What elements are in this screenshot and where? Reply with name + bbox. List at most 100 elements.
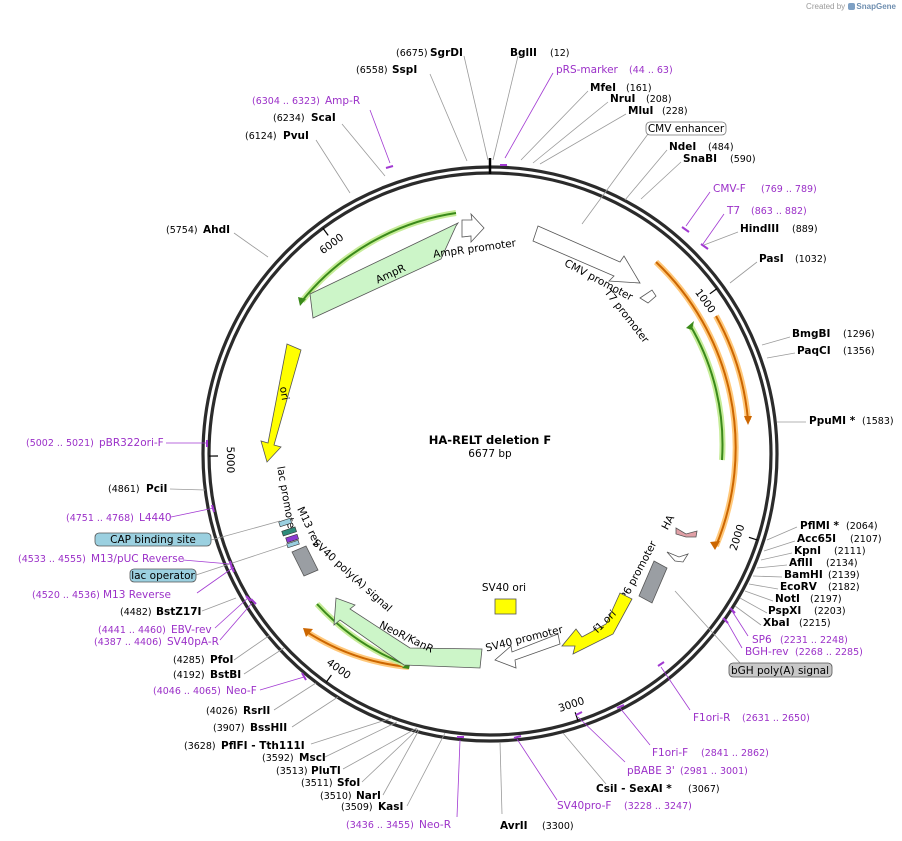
primer-cmv-f[interactable]: CMV-F(769 .. 789) <box>681 183 817 233</box>
primer-sv40pro-f[interactable]: SV40pro-F(3228 .. 3247) <box>513 735 692 812</box>
enzyme-mlui[interactable]: MluI(228) <box>539 105 688 165</box>
enzyme-leader <box>201 597 237 612</box>
enzyme-csii-sexai[interactable]: CsiI - SexAI *(3067) <box>562 732 720 795</box>
enzyme-noti[interactable]: NotI(2197) <box>744 590 842 605</box>
enzyme-leader <box>640 161 682 200</box>
enzyme-name: PpuMI * <box>809 415 856 427</box>
primer-t7[interactable]: T7(863 .. 882) <box>700 205 807 250</box>
primer-leader <box>660 666 691 711</box>
primer-position: (2981 .. 3001) <box>680 766 748 777</box>
enzyme-pflmi[interactable]: PflMI *(2064) <box>766 520 878 541</box>
enzyme-name: MscI <box>299 752 326 764</box>
enzyme-arui[interactable]: NruI(208) <box>532 93 672 164</box>
enzyme-leader <box>734 605 762 626</box>
enzyme-avrii[interactable]: AvrII(3300) <box>499 741 574 832</box>
enzyme-scai[interactable]: (6234)ScaI <box>273 112 386 177</box>
cap-binding-site-leader <box>210 520 281 541</box>
enzyme-kpni[interactable]: KpnI(2111) <box>760 545 866 561</box>
enzyme-name: RsrII <box>243 705 270 717</box>
enzyme-pflfi-tth111i[interactable]: (3628)PflFI - Tth111I <box>184 717 393 752</box>
primer-name: F1ori-F <box>652 747 688 759</box>
primer-f1ori-f[interactable]: F1ori-F(2841 .. 2862) <box>616 704 769 759</box>
enzyme-pluti[interactable]: (3513)PluTI <box>276 727 418 777</box>
primer-neo-f[interactable]: (4046 .. 4065)Neo-F <box>153 672 307 697</box>
enzyme-ppumi[interactable]: PpuMI *(1583) <box>777 415 894 427</box>
enzyme-sfoi[interactable]: (3511)SfoI <box>301 728 419 789</box>
primer-name: SP6 <box>752 634 772 646</box>
enzyme-hindiii[interactable]: HindIII(889) <box>703 223 818 246</box>
enzyme-leader <box>342 727 418 770</box>
enzyme-position: (1296) <box>843 329 875 340</box>
primer-f1ori-r[interactable]: F1ori-R(2631 .. 2650) <box>657 661 810 724</box>
green-arc-3 <box>316 603 408 666</box>
enzyme-bmgbi[interactable]: BmgBI(1296) <box>761 328 875 346</box>
primer-name: pRS-marker <box>556 64 619 76</box>
enzyme-nari[interactable]: (3510)NarI <box>320 729 420 802</box>
tick-label: 6000 <box>318 231 347 257</box>
enzyme-name: BamHI <box>784 569 823 581</box>
enzyme-ndei[interactable]: NdeI(484) <box>624 141 734 201</box>
enzyme-msci[interactable]: (3592)MscI <box>262 721 398 764</box>
primer-l4440[interactable]: (4751 .. 4768)L4440 <box>66 504 215 524</box>
enzyme-name: KasI <box>378 801 403 813</box>
enzyme-leader <box>169 488 206 491</box>
primer-leader <box>725 619 743 649</box>
enzyme-bamhi[interactable]: BamHI(2139) <box>752 569 860 581</box>
primer-ebv-rev[interactable]: (4441 .. 4460)EBV-rev <box>98 595 252 636</box>
primer-m13-reverse[interactable]: (4520 .. 4536)M13 Reverse <box>32 565 235 601</box>
enzyme-ecorv[interactable]: EcoRV(2182) <box>748 581 860 593</box>
enzyme-leader <box>748 583 779 590</box>
enzyme-pspxi[interactable]: PspXI(2203) <box>739 597 846 617</box>
enzyme-name: PflMI * <box>800 520 839 532</box>
enzyme-leader <box>492 55 519 161</box>
enzyme-paqci[interactable]: PaqCI(1356) <box>766 345 875 359</box>
enzyme-pfoi[interactable]: (4285)PfoI <box>173 634 271 666</box>
enzyme-kasi[interactable]: (3509) KasI <box>341 732 446 813</box>
enzyme-aflii[interactable]: AflII(2134) <box>756 557 858 569</box>
enzyme-name: AvrII <box>500 820 528 832</box>
primer-bgh-rev[interactable]: BGH-rev(2268 .. 2285) <box>722 617 863 658</box>
enzyme-mfei[interactable]: MfeI(161) <box>520 82 652 161</box>
enzyme-pcii[interactable]: (4861)PciI <box>108 483 206 495</box>
primer-amp-r[interactable]: (6304 .. 6323)Amp-R <box>252 95 394 169</box>
primer-sv40pa-r[interactable]: (4387 .. 4406)SV40pA-R <box>94 598 257 648</box>
cap-binding-site-box: CAP binding site <box>94 520 281 547</box>
enzyme-position: (3509) <box>341 802 373 813</box>
bgh-polya-text: bGH poly(A) signal <box>731 665 829 677</box>
enzyme-leader <box>463 55 489 161</box>
enzyme-bstz17i[interactable]: (4482)BstZ17I <box>120 597 237 618</box>
enzyme-name: AhdI <box>203 224 230 236</box>
ori-feature <box>260 343 302 463</box>
primer-pbr322ori-f[interactable]: (5002 .. 5021)pBR322ori-F <box>26 437 208 449</box>
primer-position: (4533 .. 4555) <box>18 554 86 565</box>
primer-m13-puc-reverse[interactable]: (4533 .. 4555)M13/pUC Reverse <box>18 553 233 569</box>
primer-prs-marker[interactable]: pRS-marker(44 .. 63) <box>500 64 673 166</box>
primer-pbabe3[interactable]: pBABE 3'(2981 .. 3001) <box>575 711 748 777</box>
enzyme-position: (6234) <box>273 113 305 124</box>
enzyme-leader <box>520 90 589 161</box>
enzyme-snabi[interactable]: SnaBI(590) <box>640 153 756 200</box>
enzyme-acc65i[interactable]: Acc65I(2107) <box>763 533 882 552</box>
enzyme-rsrii[interactable]: (4026)RsrII <box>206 682 317 717</box>
enzyme-ahdi[interactable]: (5754)AhdI <box>166 224 269 258</box>
enzyme-leader <box>703 231 739 246</box>
enzyme-bsshii[interactable]: (3907)BssHII <box>213 696 339 734</box>
enzyme-leader <box>499 741 503 815</box>
enzyme-xbai[interactable]: XbaI(2215) <box>734 605 831 629</box>
sv40-polya-feature <box>291 545 319 577</box>
primer-leader <box>259 676 305 691</box>
enzyme-leader <box>763 540 796 552</box>
enzyme-bstbi[interactable]: (4192)BstBI <box>173 647 285 681</box>
enzyme-bglii[interactable]: BglII(12) <box>492 47 570 161</box>
primer-neo-r[interactable]: (3436 .. 3455)Neo-R <box>346 736 464 831</box>
enzyme-leader <box>324 721 398 758</box>
primer-name: Neo-F <box>226 685 257 697</box>
enzyme-pvui[interactable]: (6124)PvuI <box>245 130 351 194</box>
enzyme-sgrdi[interactable]: (6675)SgrDI <box>396 47 489 161</box>
enzyme-pasi[interactable]: PasI(1032) <box>729 253 827 284</box>
enzyme-sspi[interactable]: (6558)SspI <box>356 64 468 162</box>
primer-position: (2631 .. 2650) <box>742 713 810 724</box>
primer-sp6[interactable]: SP6(2231 .. 2248) <box>729 607 848 646</box>
primer-name: EBV-rev <box>171 624 212 636</box>
enzyme-name: HindIII <box>740 223 779 235</box>
